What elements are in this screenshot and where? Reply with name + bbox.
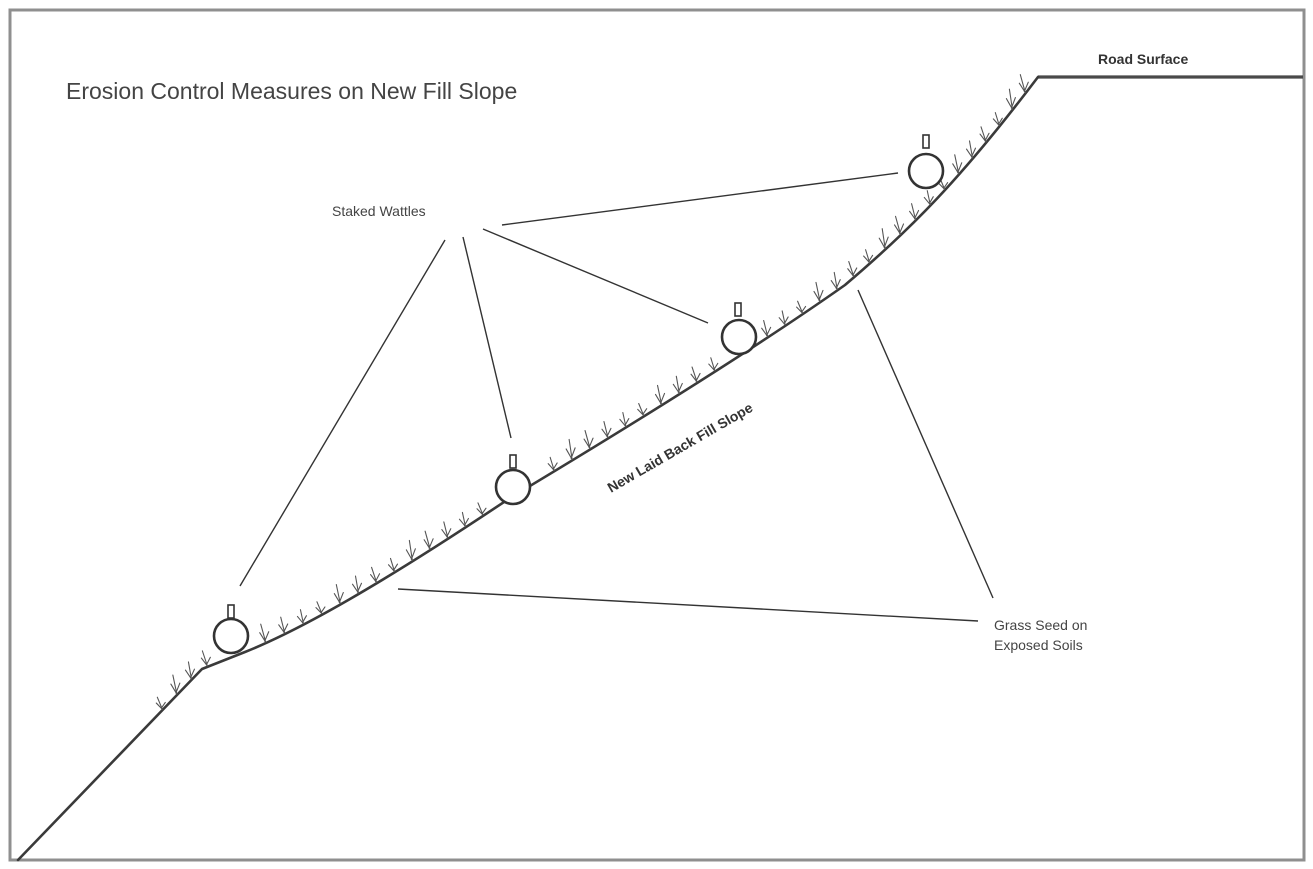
grass-tuft — [565, 438, 576, 461]
leader-grass-upper — [857, 289, 994, 599]
leader-grass-lower — [397, 588, 979, 622]
grass-tuft — [184, 661, 195, 680]
grass-tuft — [370, 566, 381, 583]
grass-tuft — [278, 616, 289, 634]
grass-tuft — [387, 557, 399, 573]
leader-wattle-2 — [462, 236, 512, 439]
grass-tuft — [708, 357, 719, 372]
grass-tuft — [992, 112, 1003, 127]
grass-tuft — [952, 154, 963, 175]
wattle-roll — [494, 468, 532, 506]
grass-tuft — [761, 319, 772, 338]
grass-seed-label-line1: Grass Seed on — [994, 617, 1087, 633]
leader-wattle-1 — [239, 239, 446, 587]
grass-tuft — [619, 412, 630, 428]
wattle-4 — [907, 134, 945, 190]
wattle-stake — [922, 134, 930, 149]
grass-tuft — [423, 530, 434, 550]
wattle-roll — [907, 152, 945, 190]
grass-tuft — [778, 310, 789, 326]
grass-tuft — [315, 601, 326, 615]
grass-tuft — [1005, 88, 1016, 110]
grass-tuft — [690, 366, 701, 383]
grass-tuft — [965, 140, 977, 159]
grass-tuft — [170, 674, 181, 695]
grass-tuft — [672, 375, 683, 394]
grass-tuft — [601, 421, 612, 439]
grass-tuft — [654, 384, 666, 405]
grass-tuft — [830, 271, 841, 291]
slope-profile — [16, 75, 1040, 862]
grass-tuft — [583, 429, 594, 450]
grass-tuft — [441, 521, 452, 539]
leader-wattle-4 — [501, 172, 899, 226]
grass-tuft — [909, 203, 920, 221]
grass-tuft — [813, 281, 824, 302]
grass-tuft — [333, 584, 344, 605]
wattle-2 — [494, 454, 532, 506]
wattle-stake — [509, 454, 517, 469]
leader-wattle-3 — [482, 228, 709, 324]
fill-slope-label: New Laid Back Fill Slope — [605, 399, 756, 495]
diagram-frame — [8, 8, 1306, 862]
wattle-stake — [734, 302, 742, 317]
grass-tuft — [1018, 74, 1029, 94]
grass-tuft — [923, 190, 934, 206]
grass-tuft — [458, 511, 469, 528]
wattle-3 — [720, 302, 758, 356]
grass-tuft — [847, 260, 858, 278]
grass-tuft — [637, 402, 648, 417]
grass-tuft — [351, 575, 363, 594]
grass-tuft — [476, 502, 487, 516]
wattle-roll — [720, 318, 758, 356]
grass-tuft — [200, 650, 211, 667]
grass-tuft — [259, 623, 270, 643]
staked-wattles-label: Staked Wattles — [332, 203, 426, 219]
wattle-roll — [212, 617, 250, 655]
diagram-title: Erosion Control Measures on New Fill Slo… — [66, 78, 517, 104]
grass-tuft — [893, 215, 905, 235]
grass-tuft — [878, 228, 889, 250]
grass-seed-label-line2: Exposed Soils — [994, 637, 1083, 653]
wattle-stake — [227, 604, 235, 619]
grass-seed-marks — [155, 74, 1029, 710]
grass-tuft — [796, 300, 807, 314]
road-surface-label: Road Surface — [1098, 51, 1188, 67]
grass-tuft — [296, 609, 307, 625]
grass-tuft — [155, 696, 166, 710]
grass-tuft — [979, 126, 990, 143]
grass-tuft — [863, 249, 874, 264]
grass-tuft — [405, 539, 416, 561]
wattle-1 — [212, 604, 250, 655]
grass-tuft — [547, 456, 558, 471]
